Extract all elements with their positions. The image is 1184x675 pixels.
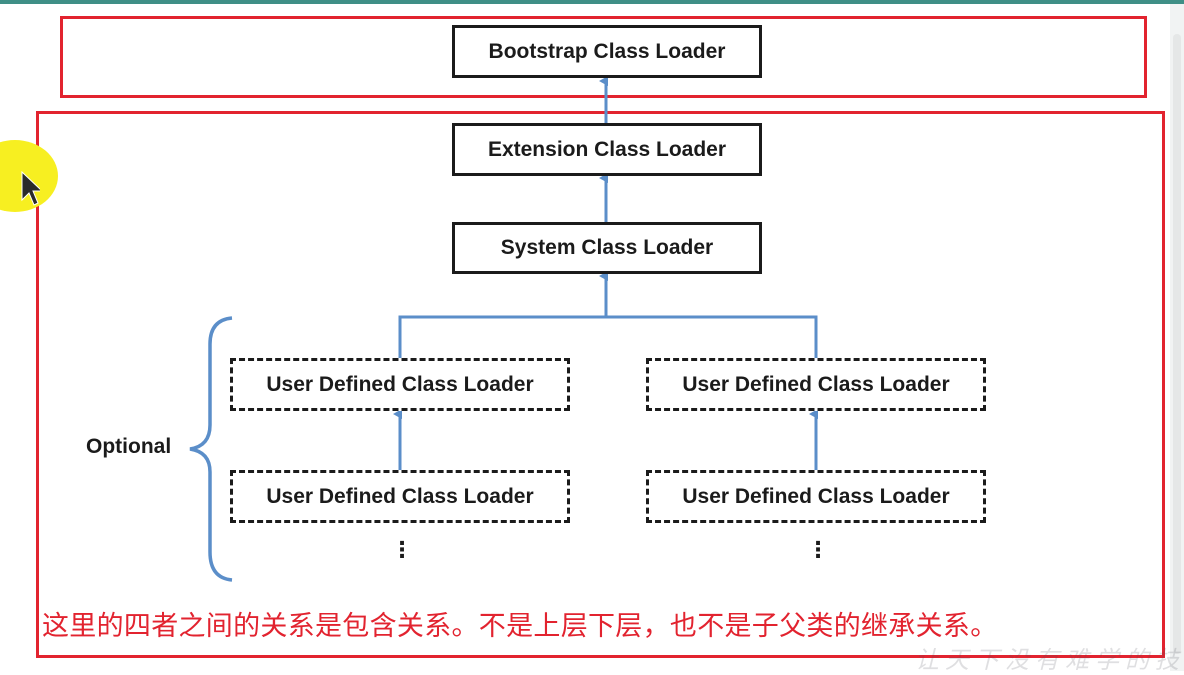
connector-user-loaders-to-system	[398, 315, 818, 358]
system-class-loader: System Class Loader	[452, 222, 762, 274]
window-top-strip	[0, 0, 1184, 4]
scrollbar[interactable]	[1170, 4, 1184, 671]
optional-label: Optional	[86, 435, 172, 458]
bootstrap-class-loader: Bootstrap Class Loader	[452, 25, 762, 78]
user-defined-class-loader-right-top: User Defined Class Loader	[646, 358, 986, 411]
user-defined-class-loader-left-bottom: User Defined Class Loader	[230, 470, 570, 523]
extension-class-loader: Extension Class Loader	[452, 123, 762, 176]
inclusion-highlight-frame	[36, 111, 1165, 658]
relationship-caption: 这里的四者之间的关系是包含关系。不是上层下层，也不是子父类的继承关系。	[42, 611, 998, 642]
mouse-cursor-icon	[21, 170, 40, 206]
user-defined-class-loader-right-bottom: User Defined Class Loader	[646, 470, 986, 523]
watermark: 让天下没有难学的技术	[915, 646, 1184, 674]
ellipsis-right: ⋮	[807, 537, 829, 562]
scrollbar-track[interactable]	[1173, 34, 1181, 654]
ellipsis-left: ⋮	[391, 537, 413, 562]
bootstrap-highlight-frame	[60, 16, 1147, 98]
optional-brace	[189, 316, 233, 582]
user-defined-class-loader-left-top: User Defined Class Loader	[230, 358, 570, 411]
